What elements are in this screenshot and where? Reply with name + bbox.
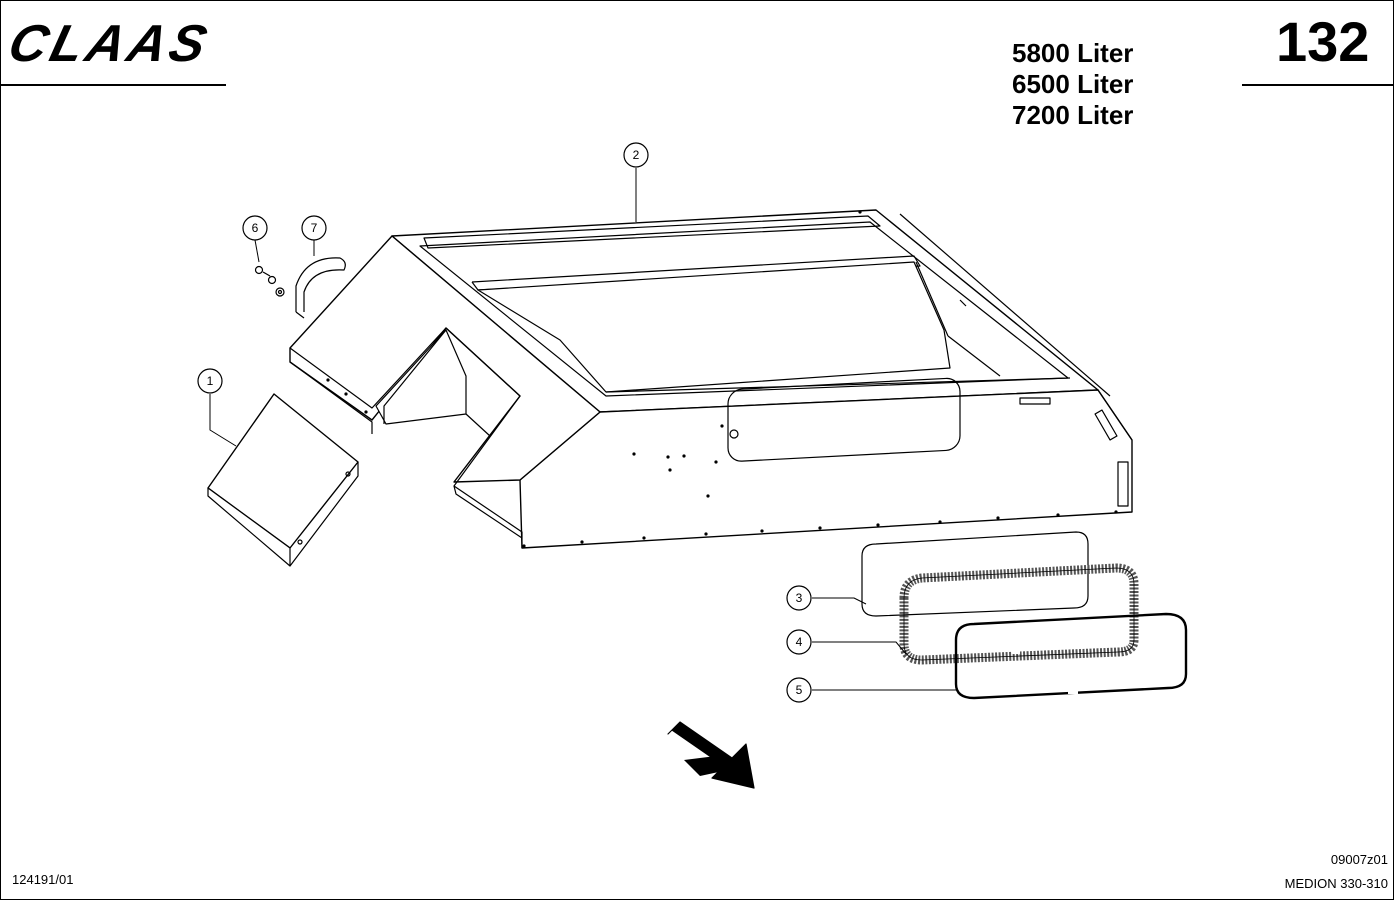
window-seal bbox=[954, 612, 1188, 700]
callout-6: 6 bbox=[242, 215, 268, 241]
footer-drawing-code: 09007z01 bbox=[1330, 852, 1388, 867]
capacity-item: 5800 Liter bbox=[1012, 38, 1134, 68]
capacity-list: 5800 Liter 6500 Liter 7200 Liter bbox=[1012, 38, 1133, 131]
svg-text:1: 1 bbox=[207, 374, 214, 388]
capacity-item: 7200 Liter bbox=[1012, 100, 1134, 130]
svg-text:3: 3 bbox=[796, 591, 803, 605]
callout-2: 2 bbox=[623, 142, 649, 168]
page-number: 132 bbox=[1276, 10, 1370, 73]
callout-1: 1 bbox=[197, 368, 223, 394]
svg-text:4: 4 bbox=[796, 635, 803, 649]
callout-circles: 1 2 3 4 5 6 7 bbox=[197, 142, 812, 703]
window-glass bbox=[861, 531, 1089, 617]
footer-model: MEDION 330-310 bbox=[1284, 876, 1388, 891]
header-rule-left bbox=[0, 84, 226, 86]
callout-3: 3 bbox=[786, 585, 812, 611]
grain-tank-housing bbox=[289, 209, 1133, 549]
bolt-set bbox=[254, 265, 285, 297]
footer-left-code: 124191/01 bbox=[12, 872, 74, 887]
callout-leaders bbox=[209, 168, 958, 691]
callout-7: 7 bbox=[301, 215, 327, 241]
svg-text:7: 7 bbox=[311, 221, 318, 235]
arrow-down-right-icon bbox=[667, 721, 755, 789]
callout-4: 4 bbox=[786, 629, 812, 655]
header-rule-right bbox=[1242, 84, 1394, 86]
svg-text:6: 6 bbox=[252, 221, 259, 235]
grab-handle bbox=[295, 257, 346, 319]
svg-text:2: 2 bbox=[633, 148, 640, 162]
capacity-item: 6500 Liter bbox=[1012, 69, 1134, 99]
svg-text:5: 5 bbox=[796, 683, 803, 697]
rivet-dots bbox=[326, 210, 1118, 548]
window-gasket bbox=[899, 563, 1139, 665]
callout-5: 5 bbox=[786, 677, 812, 703]
cover-panel bbox=[207, 393, 359, 567]
